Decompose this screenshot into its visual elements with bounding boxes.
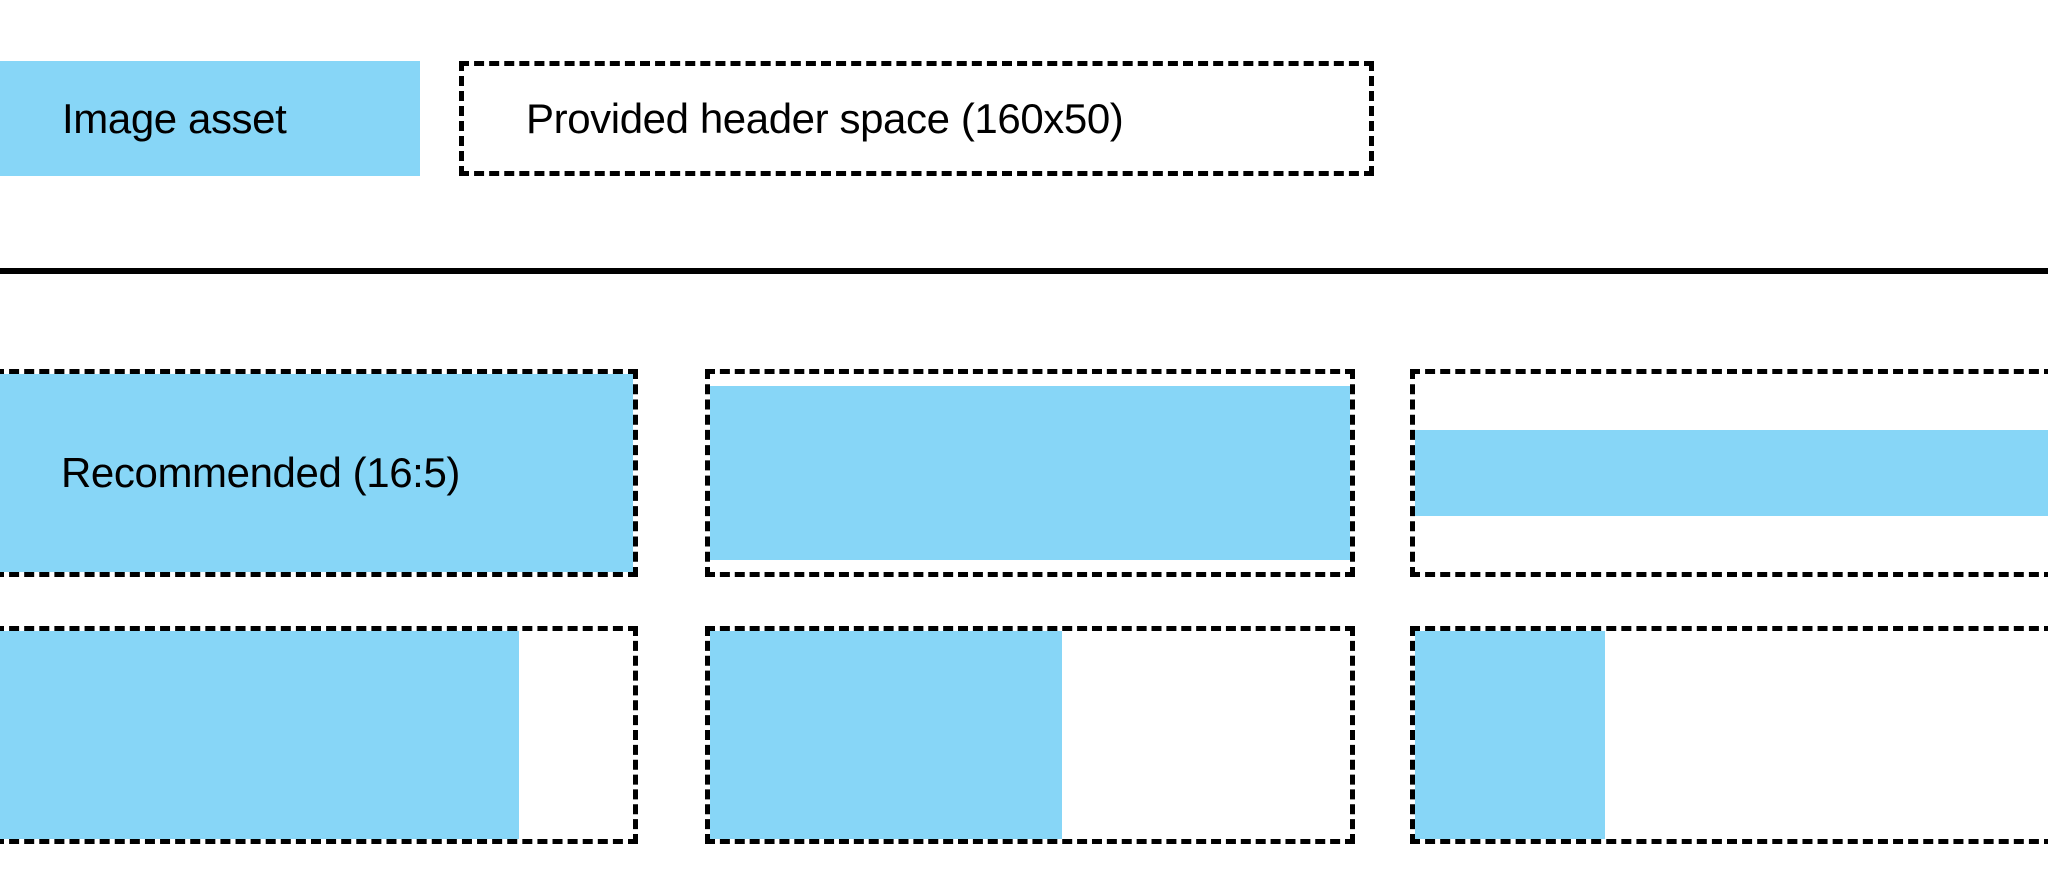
ratio-fill-row2-col2: [710, 631, 1062, 839]
ratio-fill-row1-col1: [0, 374, 633, 572]
ratio-box-row2-col1: [0, 626, 638, 844]
ratio-box-row2-col2: [705, 626, 1355, 844]
image-asset-label: Image asset: [62, 94, 287, 142]
provided-header-space-box: Provided header space (160x50): [459, 61, 1374, 176]
ratio-box-row1-col2: [705, 369, 1355, 577]
recommended-ratio-label: Recommended (16:5): [61, 449, 460, 496]
ratio-box-row1-col3: [1410, 369, 2048, 577]
header-row: Image asset Provided header space (160x5…: [0, 61, 2048, 176]
ratio-box-row1-col1: Recommended (16:5): [0, 369, 638, 577]
ratio-fill-row2-col1: [0, 631, 519, 839]
section-divider: [0, 268, 2048, 274]
ratio-fill-row1-col3: [1415, 430, 2048, 516]
image-asset-swatch: Image asset: [0, 61, 420, 176]
ratio-fill-row2-col3: [1415, 631, 1606, 839]
ratio-box-row2-col3: [1410, 626, 2048, 844]
provided-header-space-label: Provided header space (160x50): [526, 94, 1124, 142]
ratio-fill-row1-col2: [710, 386, 1350, 560]
